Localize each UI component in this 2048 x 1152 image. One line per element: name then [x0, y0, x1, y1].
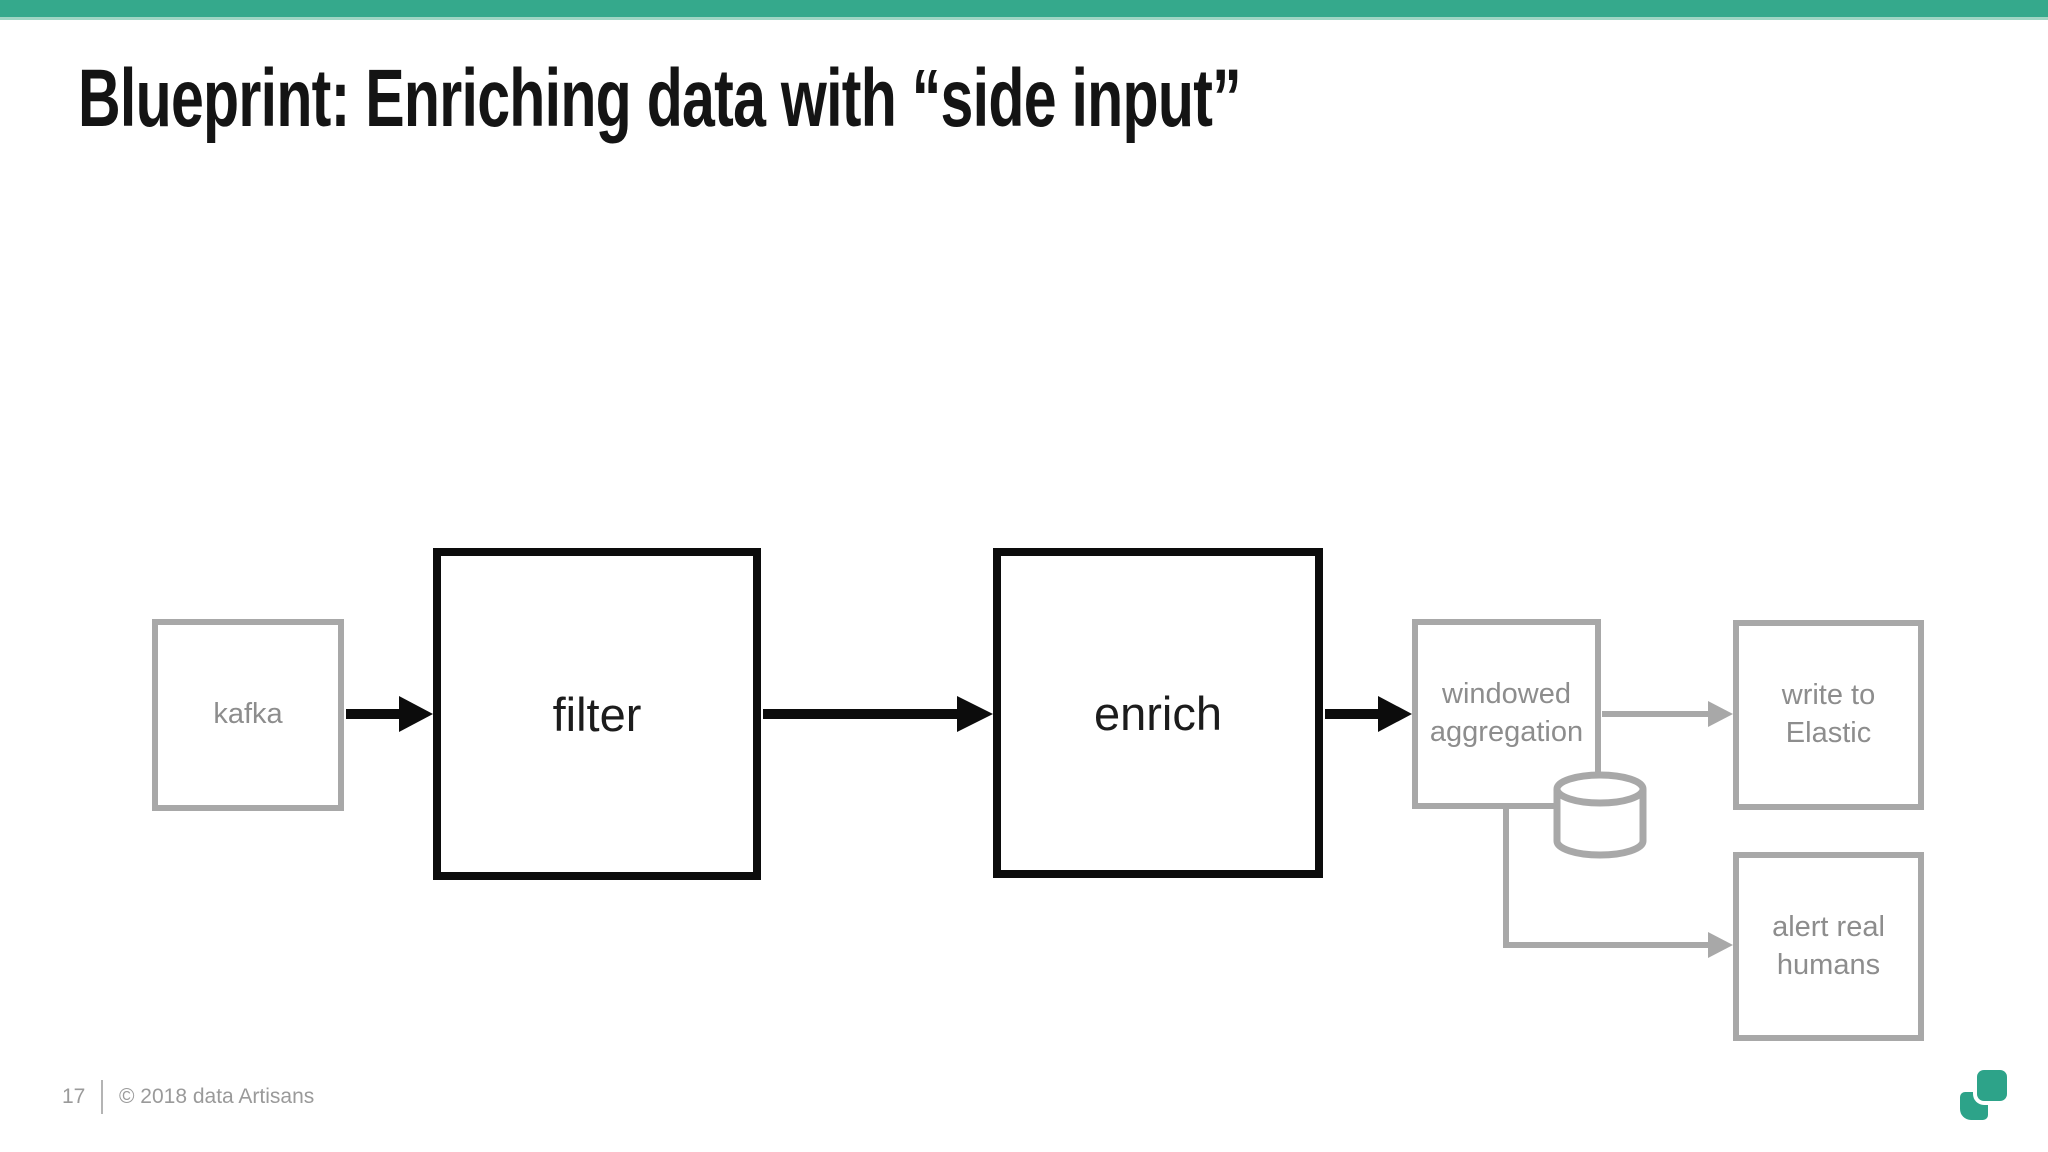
arrowhead-windowed-to-write — [1708, 701, 1733, 727]
arrow-windowed-to-alert — [1503, 808, 1709, 948]
logo-square-front — [1977, 1070, 2007, 1101]
copyright-text: © 2018 data Artisans — [119, 1085, 315, 1108]
node-enrich: enrich — [993, 548, 1323, 878]
arrowhead-enrich-to-windowed — [1378, 696, 1412, 732]
node-enrich-label: enrich — [1093, 686, 1222, 740]
node-kafka: kafka — [152, 619, 344, 811]
arrowhead-filter-to-enrich — [957, 696, 993, 732]
data-artisans-logo-icon — [1960, 1070, 2010, 1120]
node-alert-real-humans: alert real humans — [1733, 852, 1924, 1041]
footer-divider — [101, 1080, 103, 1114]
slide-title: Blueprint: Enriching data with “side inp… — [78, 53, 1242, 144]
node-windowed-aggregation-label: windowed aggregation — [1429, 678, 1584, 748]
node-alert-real-humans-label: alert real humans — [1772, 910, 1885, 981]
node-write-to-elastic-label: write to Elastic — [1781, 679, 1876, 749]
node-windowed-aggregation: windowed aggregation — [1412, 619, 1601, 809]
arrowhead-kafka-to-filter — [399, 696, 433, 732]
node-filter-label: filter — [552, 687, 642, 741]
node-write-to-elastic: write to Elastic — [1733, 620, 1924, 810]
node-kafka-label: kafka — [213, 698, 283, 731]
arrowhead-windowed-to-alert — [1708, 932, 1733, 958]
page-number: 17 — [62, 1085, 86, 1108]
node-filter: filter — [433, 548, 761, 880]
top-accent-bar — [0, 0, 2048, 17]
